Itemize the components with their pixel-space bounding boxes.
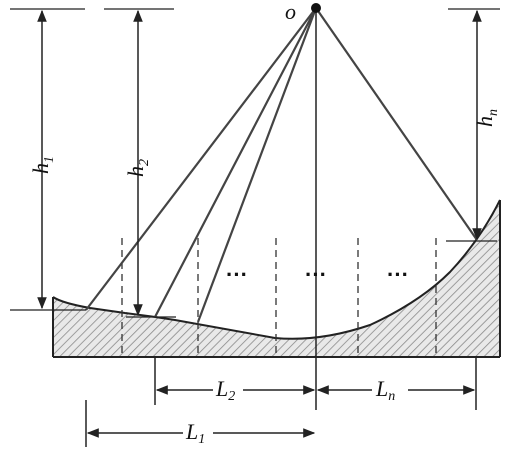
ray-2 xyxy=(154,7,317,318)
ray-1 xyxy=(85,7,317,311)
height-reference-ticks xyxy=(10,8,500,318)
length-arrows xyxy=(85,358,477,447)
dashed-divisions xyxy=(121,238,437,358)
ground-section xyxy=(53,200,500,357)
ellipsis-1: ··· xyxy=(226,262,248,287)
origin-label: o xyxy=(285,0,296,24)
l2-label-backdrop xyxy=(213,375,243,401)
h2-label: h2 xyxy=(123,159,152,177)
hn-label: hn xyxy=(472,109,501,127)
ellipsis-3: ··· xyxy=(387,262,409,287)
l1-label: L1 xyxy=(185,419,205,447)
origin-point xyxy=(311,3,321,13)
ray-n xyxy=(315,7,478,241)
ray-3 xyxy=(196,7,318,323)
ellipsis-2: ··· xyxy=(305,262,327,287)
l2-label: L2 xyxy=(215,376,235,404)
h1-label: h1 xyxy=(28,156,57,174)
measurement-rays xyxy=(85,7,478,323)
ground-surface-line xyxy=(52,199,501,340)
ln-label: Ln xyxy=(375,376,395,404)
l1-label-backdrop xyxy=(183,418,213,444)
ln-label-backdrop xyxy=(372,375,408,401)
height-arrows xyxy=(37,9,482,317)
